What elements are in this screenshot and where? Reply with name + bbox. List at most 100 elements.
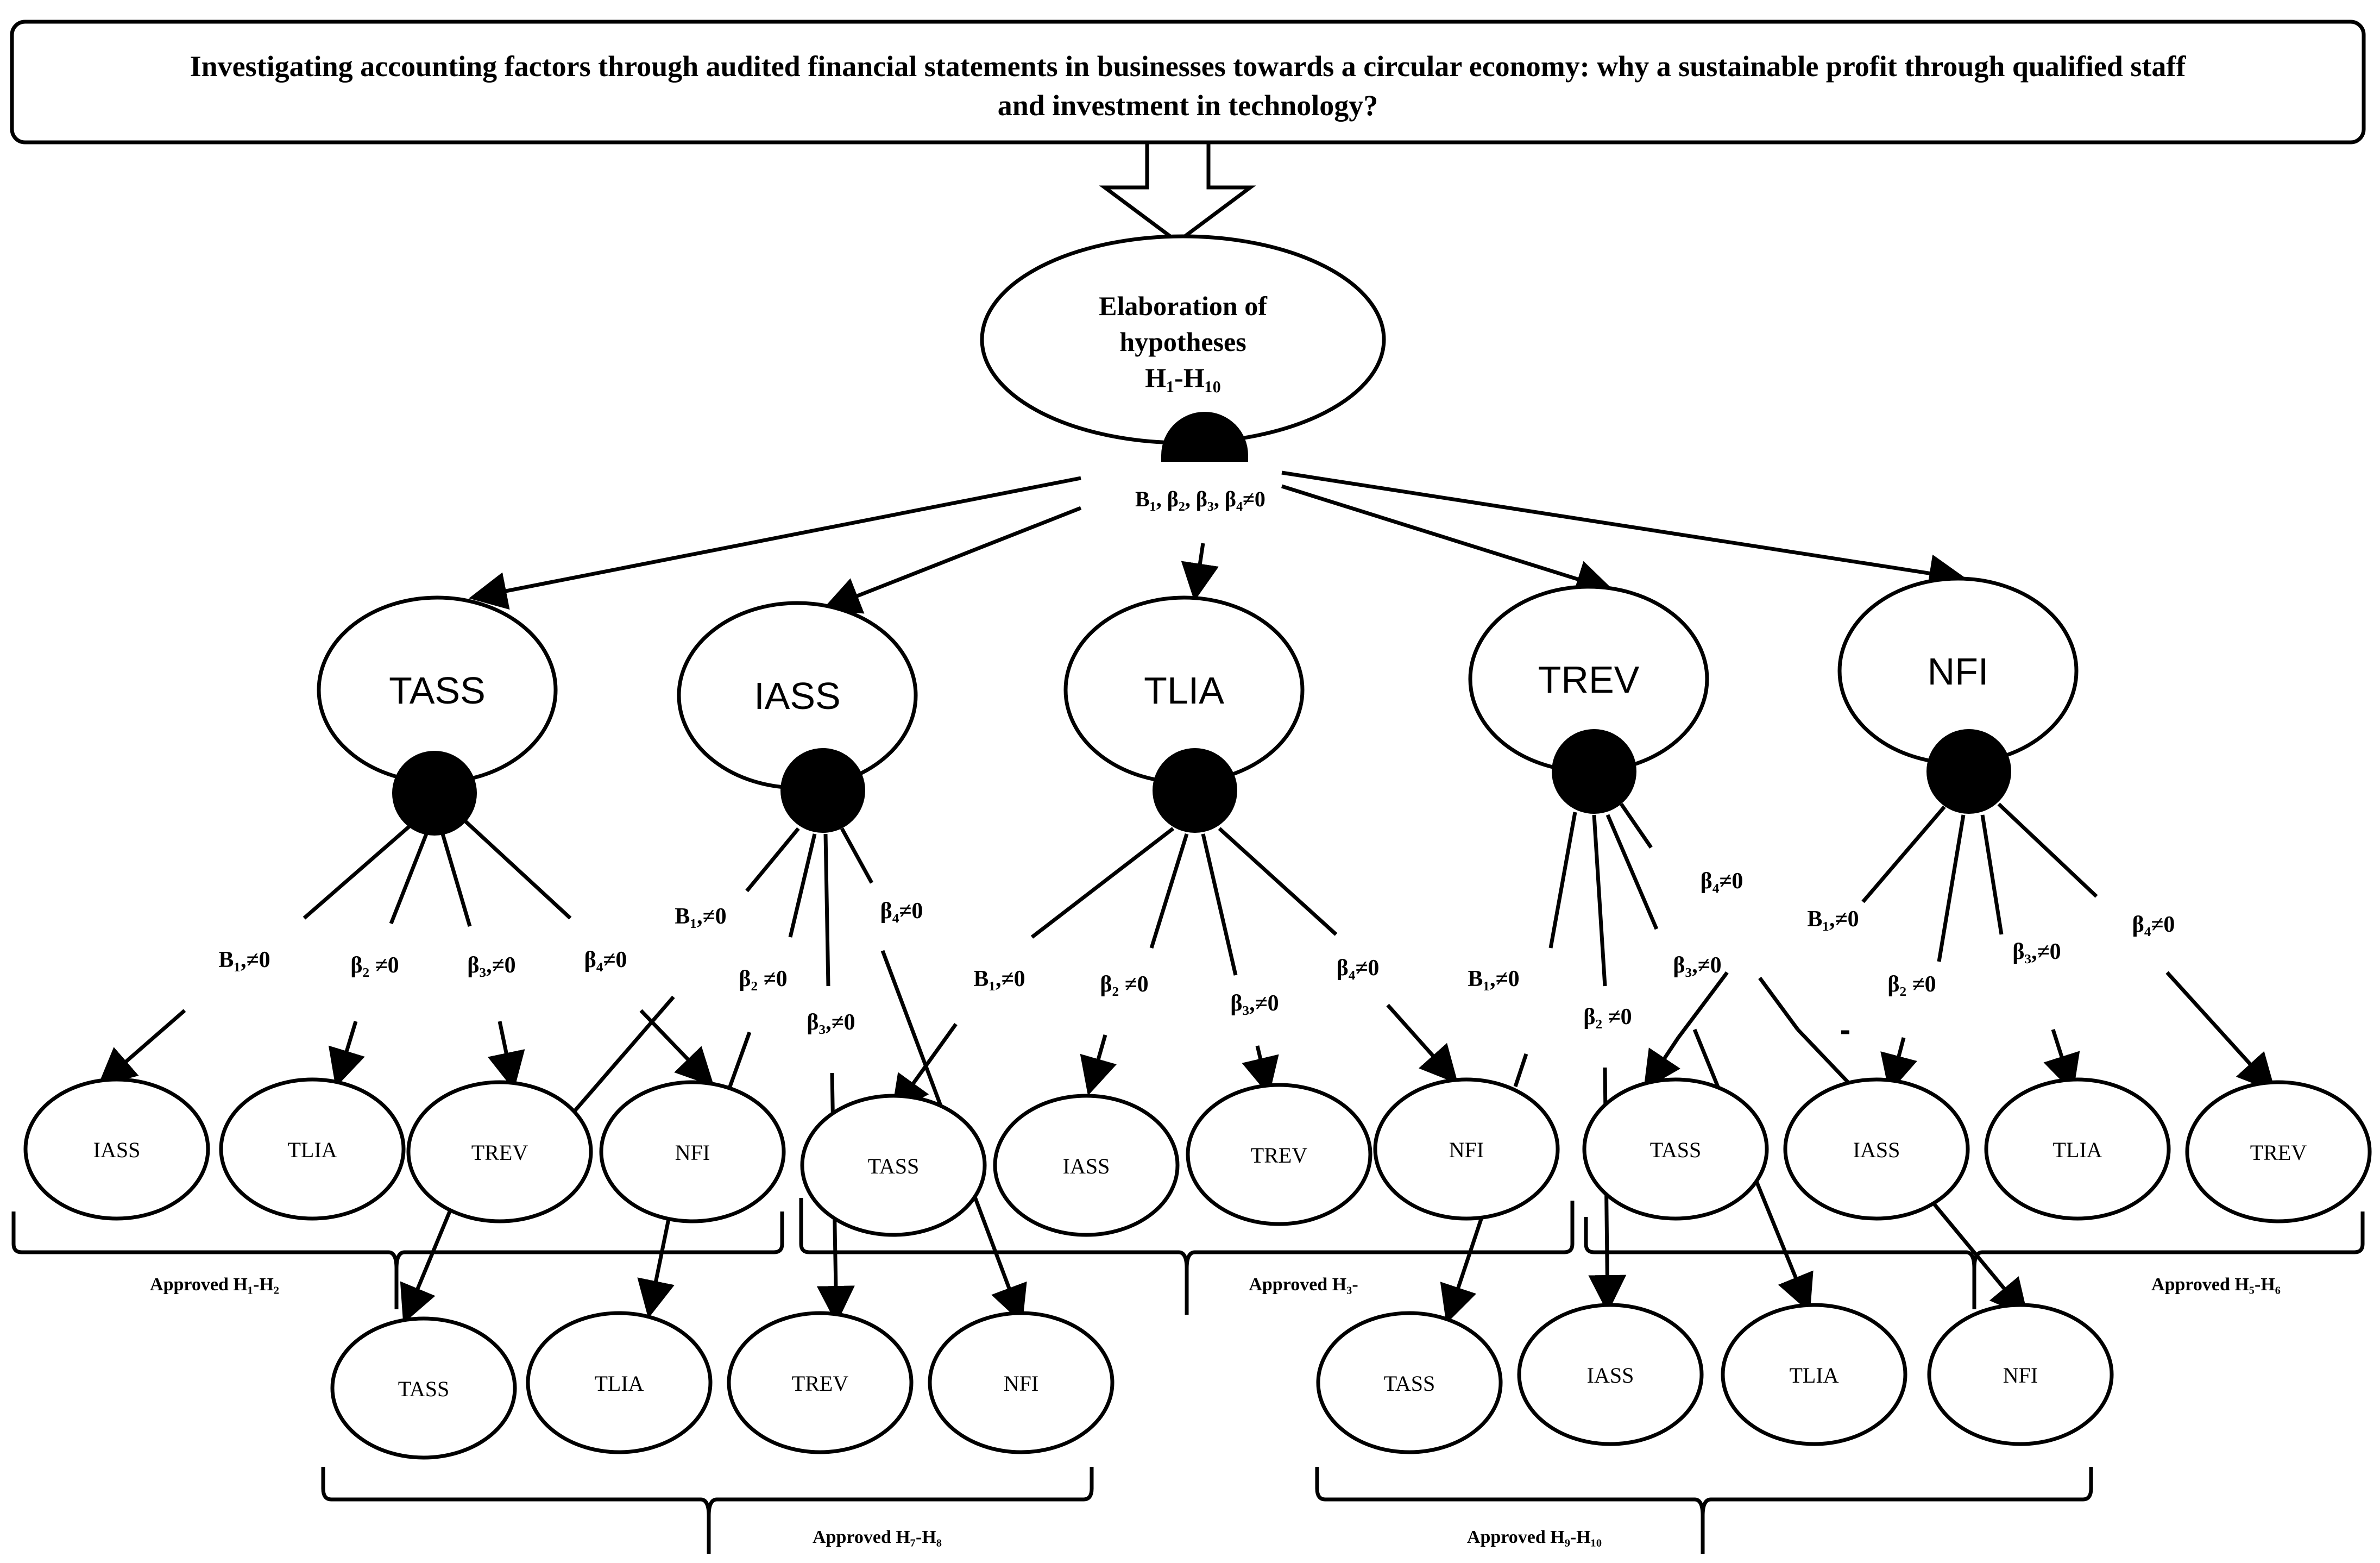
coef-label-b1: B₁,≠0 bbox=[1468, 966, 1519, 991]
coef-label-b2: β₂ ≠0 bbox=[1583, 1005, 1632, 1030]
main-node-iass-label: IASS bbox=[754, 675, 841, 717]
brace-h7-h8 bbox=[321, 1467, 1094, 1554]
upper-child: TLIA bbox=[1984, 1077, 2171, 1221]
hypotheses-line-2: hypotheses bbox=[1119, 327, 1246, 357]
coef-label-b4: β₄≠0 bbox=[1701, 869, 1743, 894]
upper-child: NFI bbox=[1373, 1077, 1560, 1221]
hypotheses-line-1: Elaboration of bbox=[1099, 291, 1268, 321]
arrow-to-trev bbox=[1281, 484, 1614, 598]
upper-child: NFI bbox=[599, 1080, 786, 1223]
upper-child-label: TLIA bbox=[2052, 1138, 2102, 1162]
brace-h5-h6 bbox=[1584, 1212, 2365, 1309]
center-to-main-arrows bbox=[469, 470, 1967, 614]
branch-lines bbox=[97, 802, 2276, 1324]
main-node-tass: TASS bbox=[317, 595, 558, 836]
main-node-tlia: TLIA bbox=[1063, 595, 1305, 833]
lower-child-label: TASS bbox=[398, 1377, 450, 1401]
upper-children: IASS TLIA TREV NFI TASS IASS TREV NFI TA… bbox=[23, 1077, 2372, 1237]
upper-child-label: TREV bbox=[2250, 1140, 2307, 1165]
approved-h5-h6-label: Approved H₅-H₆ bbox=[2151, 1275, 2281, 1295]
coef-label-b2: β₂ ≠0 bbox=[1100, 972, 1148, 997]
junction-dot bbox=[1552, 729, 1636, 814]
approved-labels: Approved H₁-H₂ Approved H₃- Approved H₅-… bbox=[150, 1275, 2281, 1547]
upper-child: TREV bbox=[2185, 1080, 2372, 1223]
upper-child: TREV bbox=[1186, 1083, 1372, 1226]
coef-label-b3: β₃,≠0 bbox=[1673, 953, 1721, 978]
title-line-1: Investigating accounting factors through… bbox=[190, 50, 2187, 83]
title-box: Investigating accounting factors through… bbox=[10, 20, 2366, 145]
lower-child: IASS bbox=[1517, 1303, 1704, 1446]
lower-child: TASS bbox=[330, 1316, 517, 1460]
coef-label-b3: β₃,≠0 bbox=[467, 953, 515, 978]
lower-child-label: TLIA bbox=[1789, 1363, 1838, 1388]
hypotheses-line-3: H₁-H₁₀ bbox=[1145, 362, 1220, 393]
arrow-to-tass bbox=[469, 476, 1081, 610]
lower-child: TLIA bbox=[1721, 1303, 1907, 1446]
lower-child-label: NFI bbox=[2003, 1363, 2038, 1388]
upper-child: TLIA bbox=[219, 1077, 406, 1221]
coef-label-b2: β₂ ≠0 bbox=[739, 966, 787, 991]
upper-child-label: TREV bbox=[471, 1140, 528, 1165]
upper-child: IASS bbox=[1783, 1077, 1970, 1221]
lower-child-label: NFI bbox=[1004, 1371, 1038, 1396]
main-node-trev-label: TREV bbox=[1538, 658, 1640, 701]
coef-label-b4: β₄≠0 bbox=[2132, 912, 2175, 937]
hypotheses-ellipse: Elaboration of hypotheses H₁-H₁₀ bbox=[980, 234, 1386, 445]
arrow-to-tlia bbox=[1181, 543, 1219, 601]
coef-label-b1: B₁,≠0 bbox=[1807, 907, 1859, 932]
coef-label-b4: β₄≠0 bbox=[880, 899, 923, 924]
coef-label-b2: β₂ ≠0 bbox=[1887, 972, 1936, 997]
coef-label-b1: B₁,≠0 bbox=[218, 947, 270, 972]
coef-label-b3: β₃,≠0 bbox=[2012, 939, 2061, 964]
main-node-tlia-label: TLIA bbox=[1144, 669, 1224, 712]
brace-h3 bbox=[799, 1198, 1575, 1315]
coef-label-b4: β₄≠0 bbox=[1337, 956, 1380, 981]
main-node-tass-label: TASS bbox=[389, 669, 486, 712]
coef-label-b4: β₄≠0 bbox=[584, 947, 627, 972]
upper-child-label: IASS bbox=[1853, 1138, 1900, 1162]
upper-child: IASS bbox=[993, 1094, 1180, 1237]
upper-child-label: TASS bbox=[868, 1154, 920, 1178]
upper-child-label: IASS bbox=[1063, 1154, 1110, 1178]
approved-h3-label: Approved H₃- bbox=[1249, 1275, 1358, 1295]
junction-dot bbox=[1926, 729, 2011, 814]
lower-child-label: TLIA bbox=[594, 1371, 644, 1396]
lower-child: TLIA bbox=[526, 1311, 713, 1454]
approved-h7-h8-label: Approved H₇-H₈ bbox=[813, 1527, 942, 1547]
approved-h1-h2-label: Approved H₁-H₂ bbox=[150, 1275, 279, 1295]
upper-child: TASS bbox=[800, 1094, 987, 1237]
upper-child: TREV bbox=[406, 1080, 593, 1223]
junction-dot bbox=[1153, 748, 1237, 833]
junction-dot bbox=[780, 748, 865, 833]
coef-label-b2: β₂ ≠0 bbox=[350, 953, 399, 978]
brace-h1-h2 bbox=[11, 1212, 784, 1309]
upper-child-label: TASS bbox=[1650, 1138, 1702, 1162]
top-coefficients-label: B₁, β₂, β₃, β₄≠0 bbox=[1135, 487, 1265, 511]
lower-child: TASS bbox=[1316, 1311, 1503, 1454]
main-node-iass: IASS bbox=[677, 601, 918, 833]
coef-label-b1: B₁,≠0 bbox=[973, 966, 1025, 991]
coef-label-b1: B₁,≠0 bbox=[675, 904, 726, 929]
arrow-to-iass bbox=[822, 506, 1082, 614]
lower-child: NFI bbox=[1927, 1303, 2114, 1446]
lower-child-label: TREV bbox=[792, 1371, 849, 1396]
title-line-2: and investment in technology? bbox=[998, 89, 1378, 122]
hollow-down-arrow-icon bbox=[1099, 140, 1256, 244]
coefficient-labels: B₁,≠0 β₂ ≠0 β₃,≠0 β₄≠0 B₁,≠0 β₂ ≠0 β₃,≠0… bbox=[218, 869, 2175, 1035]
top-coefficients-backdrop bbox=[1086, 473, 1282, 511]
lower-child: TREV bbox=[727, 1311, 914, 1454]
lower-child-label: IASS bbox=[1587, 1363, 1634, 1388]
upper-child-label: NFI bbox=[1449, 1138, 1484, 1162]
lower-child-label: TASS bbox=[1384, 1371, 1435, 1396]
upper-child-label: TLIA bbox=[287, 1138, 337, 1162]
upper-child: TASS bbox=[1582, 1077, 1769, 1221]
braces bbox=[11, 1198, 2365, 1554]
lower-children: TASS TLIA TREV NFI TASS IASS TLIA NFI bbox=[330, 1303, 2114, 1460]
approved-h9-h10-label: Approved H₉-H₁₀ bbox=[1467, 1527, 1602, 1547]
lower-child: NFI bbox=[928, 1311, 1115, 1454]
main-node-nfi-label: NFI bbox=[1928, 650, 1989, 693]
coef-label-b3: β₃,≠0 bbox=[807, 1010, 855, 1035]
upper-child-label: TREV bbox=[1251, 1143, 1308, 1167]
upper-child: IASS bbox=[23, 1077, 210, 1221]
